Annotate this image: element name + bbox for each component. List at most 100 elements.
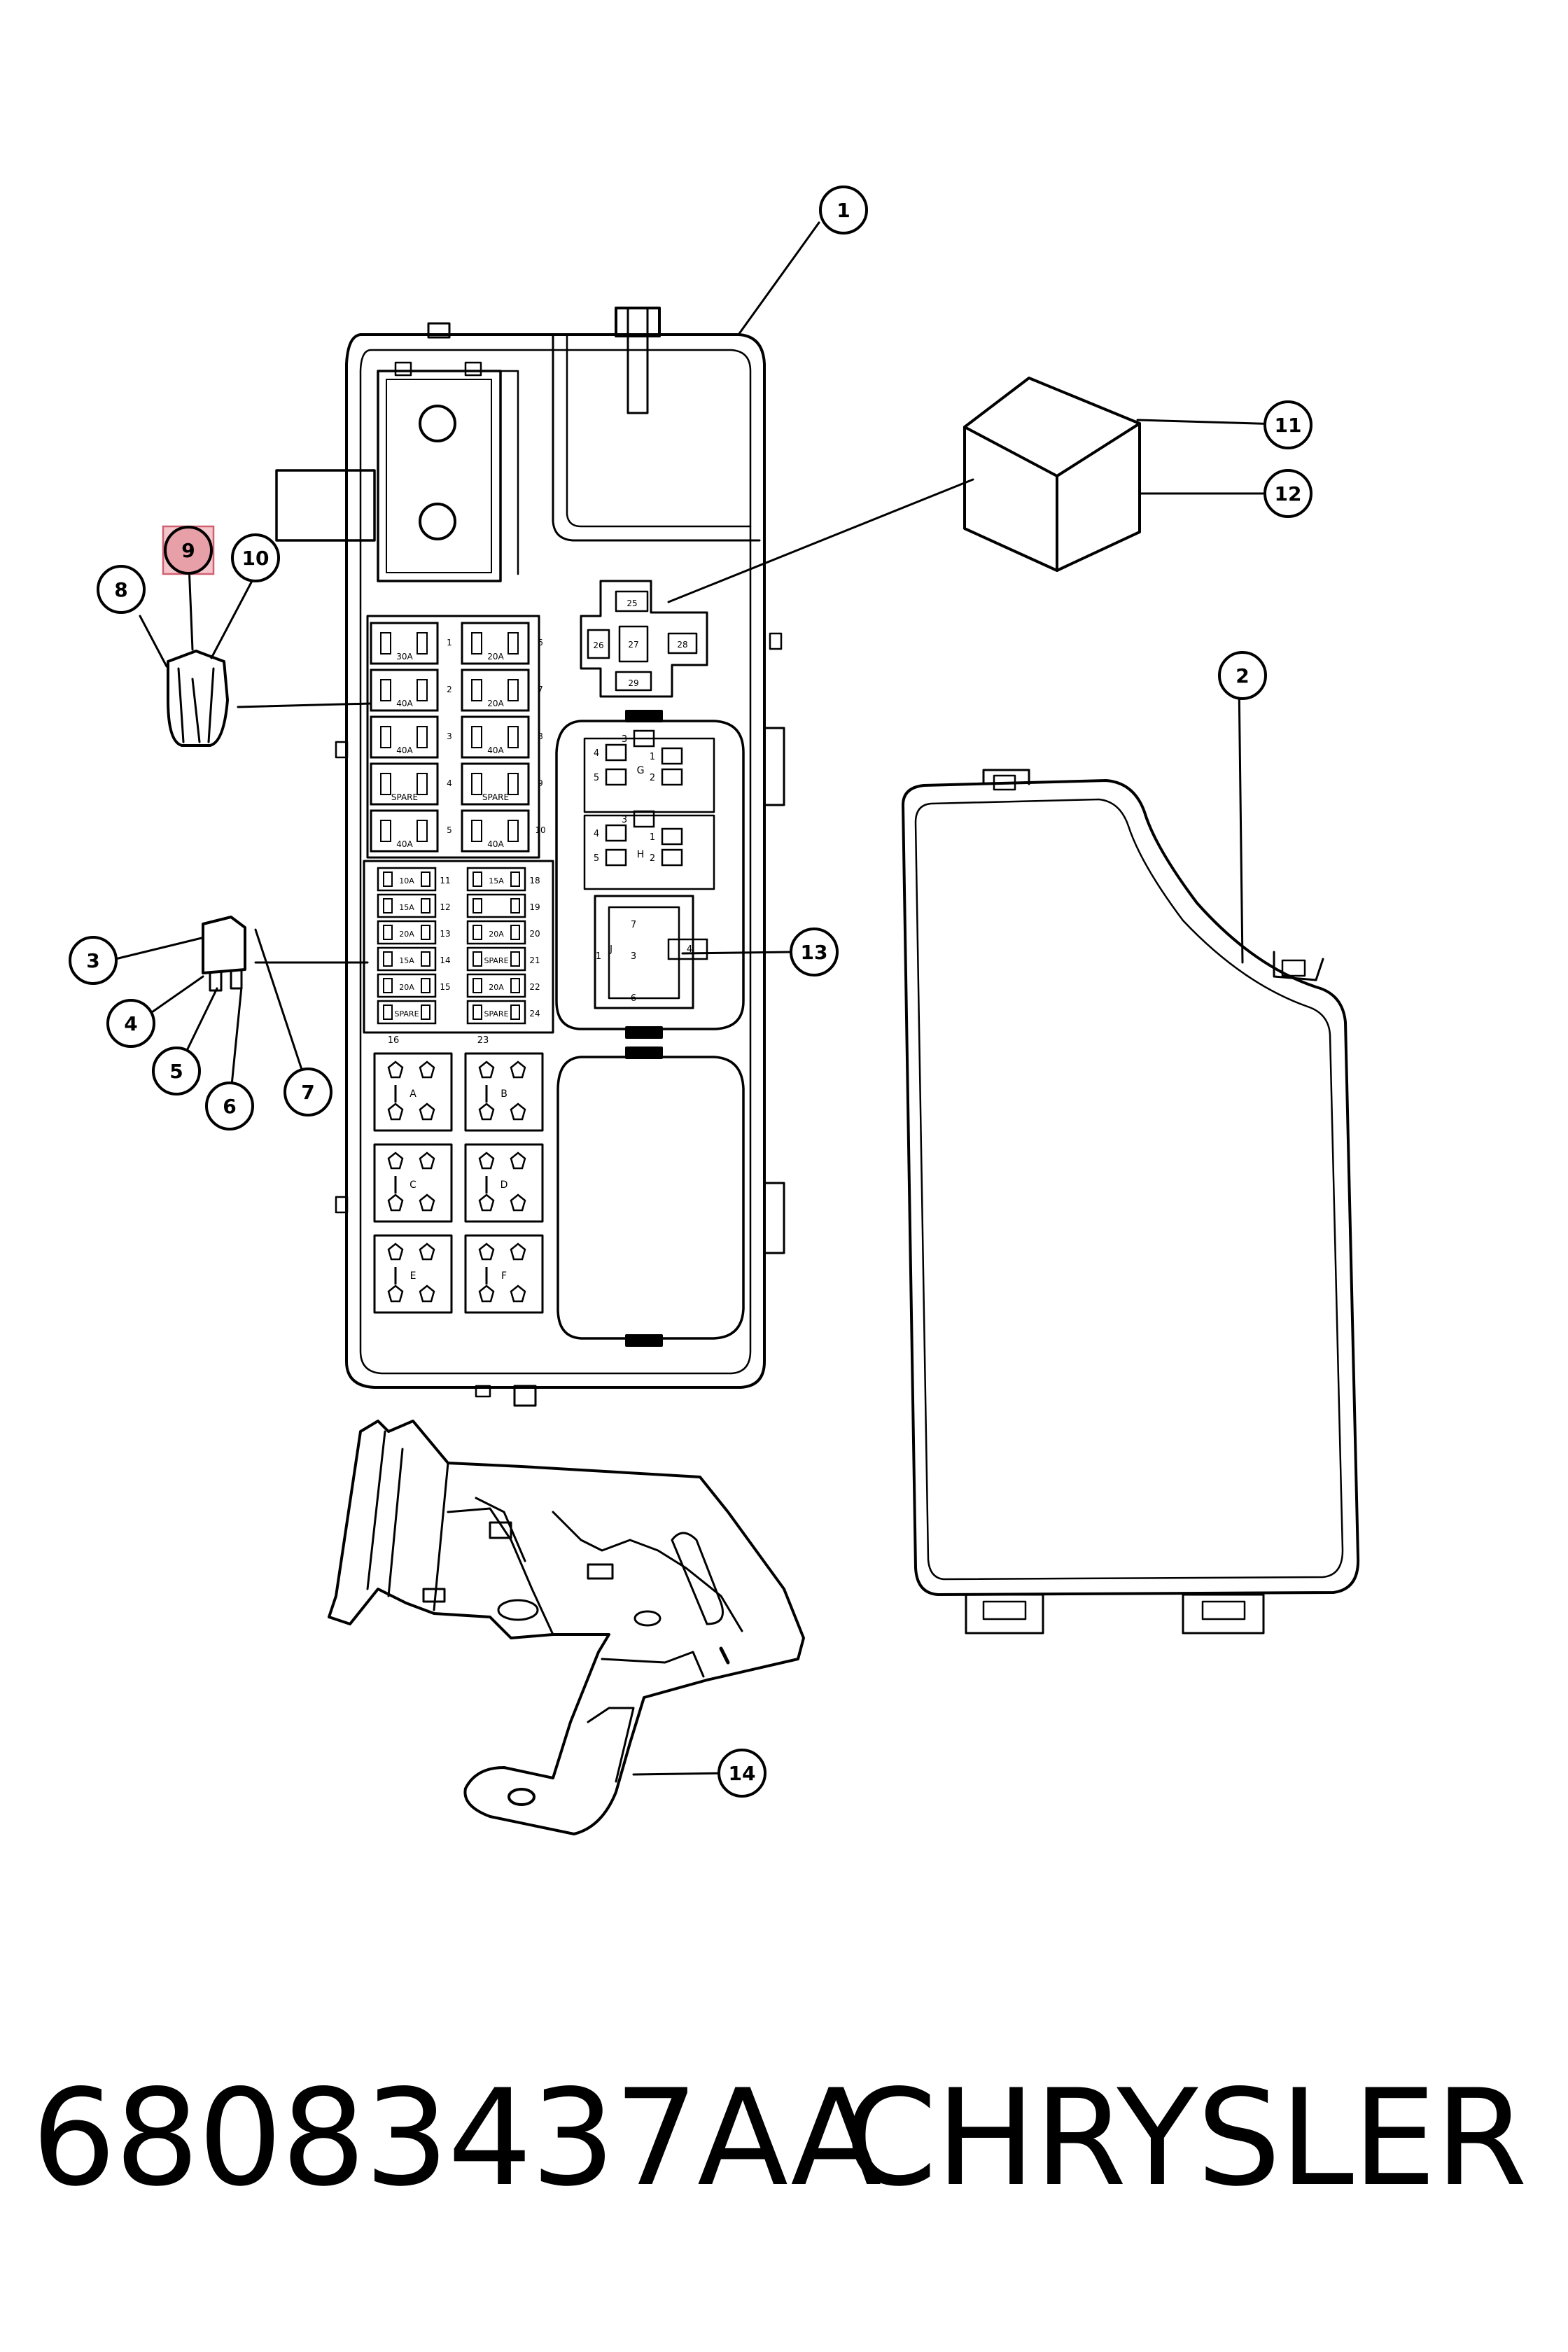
fuse-number: 19 — [529, 902, 540, 912]
relay-letter: F — [501, 1270, 507, 1282]
fuse-number: 1 — [447, 638, 452, 648]
relay-pin-number: 1 — [650, 832, 655, 843]
callout-circle — [1264, 469, 1312, 518]
callout-label: 13 — [801, 941, 828, 964]
relay-pin-number: 26 — [593, 640, 603, 650]
relay-letter: J — [609, 944, 612, 955]
fuse-number: 20 — [529, 929, 540, 939]
fuse-number: 21 — [529, 955, 540, 965]
fuse-rating: 10A — [399, 876, 414, 886]
mini-fuse-slot: SPARE — [377, 1000, 437, 1025]
callout-circle — [106, 999, 155, 1048]
relay-letter: H — [637, 849, 645, 860]
fuse-rating: 40A — [396, 839, 413, 849]
callout-3: 3 — [69, 936, 118, 985]
callout-9: 9 — [164, 526, 213, 575]
callout-circle — [231, 533, 280, 582]
fuse-number: 12 — [440, 902, 450, 912]
relay-cube — [963, 377, 1141, 572]
mini-fuse-slot: 19 — [466, 893, 540, 918]
relay-pin-number: 4 — [594, 748, 599, 759]
callout-circle — [718, 1749, 766, 1798]
fuse-number: 22 — [529, 982, 540, 992]
fuse-rating: SPARE — [482, 792, 509, 802]
callout-label: 7 — [301, 1081, 314, 1104]
callout-13: 13 — [790, 927, 839, 976]
fuse-rating: 40A — [487, 839, 504, 849]
fuse-rating: 40A — [396, 746, 413, 755]
callout-circle — [819, 186, 868, 234]
relay-pin-number: 2 — [650, 773, 655, 783]
fuse-number: 24 — [529, 1009, 540, 1018]
callout-circle — [205, 1082, 254, 1130]
relay-socket-d: D — [478, 1152, 526, 1212]
callout-label: 14 — [729, 1762, 756, 1785]
relay-letter: C — [410, 1180, 416, 1191]
fuse-number: 3 — [447, 732, 452, 741]
fuse-rating: 40A — [396, 699, 413, 708]
maxi-fuse-slot: 40A 3 — [370, 715, 452, 759]
relay-pin-number: 1 — [596, 951, 601, 962]
callout-11: 11 — [1264, 400, 1312, 449]
callout-4: 4 — [106, 999, 155, 1048]
fuse-number: 8 — [538, 732, 543, 741]
fuse-box-cover — [902, 769, 1360, 1634]
fuse-rating: 20A — [399, 983, 414, 992]
callout-circle — [1264, 400, 1312, 449]
relay-pin-number: 1 — [650, 752, 655, 762]
fuse-box-body — [275, 307, 785, 1407]
mini-fuse-slot: 20A 13 — [377, 920, 451, 945]
relay-letter: B — [500, 1088, 507, 1100]
blade-fuse — [202, 916, 246, 992]
fuse-rating: SPARE — [484, 956, 508, 965]
fuse-rating: 20A — [489, 930, 504, 939]
fuse-number: 4 — [447, 778, 452, 788]
relay-pin-number: 3 — [631, 951, 636, 962]
fuse-rating: SPARE — [394, 1009, 419, 1018]
relay-pin-number: 6 — [631, 993, 636, 1004]
callout-7: 7 — [284, 1068, 332, 1116]
top-relay-socket — [580, 580, 708, 698]
mini-footer-left: 16 — [388, 1035, 400, 1046]
fuse-number: 7 — [538, 685, 543, 694]
fuse-number: 6 — [538, 638, 543, 648]
part-number: 68083437AA — [31, 2061, 881, 2216]
fuse-rating: SPARE — [484, 1009, 508, 1018]
callout-14: 14 — [718, 1749, 766, 1798]
fuse-rating: 20A — [487, 699, 504, 708]
relay-letter: E — [410, 1270, 416, 1282]
callout-circle — [1218, 651, 1267, 700]
callout-circle — [790, 927, 839, 976]
fuse-number: 13 — [440, 929, 450, 939]
relay-pin-number: 5 — [594, 853, 599, 864]
callout-label: 5 — [169, 1060, 183, 1083]
callout-label: 10 — [242, 547, 270, 570]
fuse-number: 15 — [440, 982, 450, 992]
relay-pin-number: 2 — [650, 853, 655, 864]
fuse-rating: 20A — [487, 652, 504, 662]
fuse-rating: 20A — [399, 930, 414, 939]
relay-socket-c: C — [387, 1152, 435, 1212]
callout-label: 9 — [181, 539, 195, 562]
relay-pin-number: 7 — [631, 920, 636, 930]
callout-10: 10 — [231, 533, 280, 582]
mini-fuse-slot: 20A 20 — [466, 920, 540, 945]
maxi-fuse-slot: 20A 7 — [461, 668, 543, 712]
fuse-rating: 15A — [399, 956, 414, 965]
relay-pin-number: 4 — [687, 944, 692, 955]
callout-12: 12 — [1264, 469, 1312, 518]
brand-name: CHRYSLER — [844, 2061, 1527, 2216]
mini-fuse-slot: 20A 15 — [377, 973, 451, 998]
